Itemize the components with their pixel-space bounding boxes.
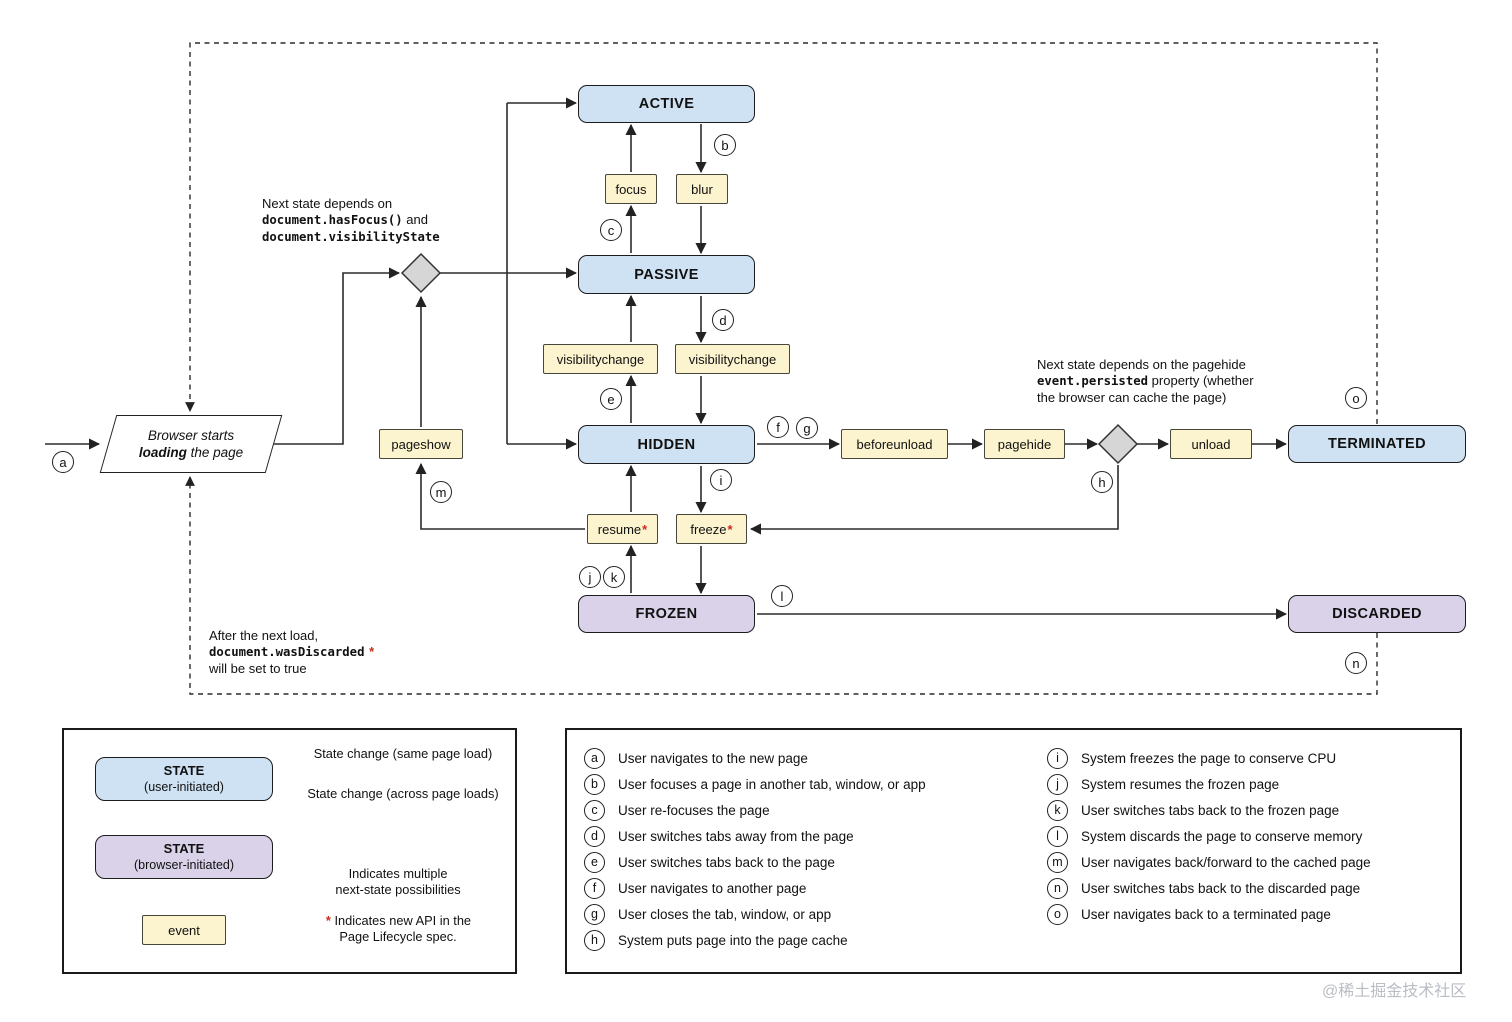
- start-node-line2: loading the page: [138, 445, 244, 460]
- legend-dashed-arrow-label: State change (across page loads): [307, 786, 499, 801]
- new-api-star: *: [727, 521, 733, 537]
- event-unload: unload: [1170, 429, 1252, 459]
- marker-d: d: [712, 309, 734, 331]
- legend-diamond-caption: Indicates multiple next-state possibilit…: [335, 866, 461, 897]
- marker-i: i: [710, 469, 732, 491]
- marker-b: b: [714, 134, 736, 156]
- key-letter: n: [1047, 877, 1068, 899]
- legend-solid-arrow-label: State change (same page load): [313, 746, 493, 761]
- key-letter: l: [1047, 825, 1068, 847]
- state-frozen: FROZEN: [578, 595, 755, 633]
- marker-n: n: [1345, 652, 1367, 674]
- marker-m: m: [430, 481, 452, 503]
- key-letter: i: [1047, 747, 1068, 769]
- key-letter: k: [1047, 799, 1068, 821]
- state-terminated: TERMINATED: [1288, 425, 1466, 463]
- legend-event-box: event: [142, 915, 226, 945]
- event-resume: resume*: [587, 514, 658, 544]
- marker-a: a: [52, 451, 74, 473]
- marker-e: e: [600, 388, 622, 410]
- event-freeze: freeze*: [676, 514, 747, 544]
- decision-diamond-pagehide: [1097, 423, 1139, 465]
- key-letter: d: [584, 825, 605, 847]
- start-node: Browser starts loading the page: [108, 415, 274, 473]
- key-letter: h: [584, 929, 605, 951]
- note-load-next-state: Next state depends on document.hasFocus(…: [262, 196, 440, 244]
- marker-f: f: [767, 416, 789, 438]
- decision-diamond-load: [400, 252, 442, 294]
- key-letter: g: [584, 903, 605, 925]
- key-letter: m: [1047, 851, 1068, 873]
- event-focus: focus: [605, 174, 657, 204]
- key-letter: e: [584, 851, 605, 873]
- key-letter: f: [584, 877, 605, 899]
- watermark: @稀土掘金技术社区: [1322, 983, 1467, 1000]
- note-pagehide-persisted: Next state depends on the pagehide event…: [1037, 357, 1254, 405]
- legend-state-user: STATE (user-initiated): [95, 757, 273, 801]
- state-active: ACTIVE: [578, 85, 755, 123]
- marker-h: h: [1091, 471, 1113, 493]
- line-start-to-diamond: [268, 267, 401, 445]
- marker-k: k: [603, 566, 625, 588]
- key-letter: b: [584, 773, 605, 795]
- marker-c: c: [600, 219, 622, 241]
- event-beforeunload: beforeunload: [841, 429, 948, 459]
- legend-star-caption: * Indicates new API in the Page Lifecycl…: [325, 913, 472, 944]
- marker-o: o: [1345, 387, 1367, 409]
- key-letter: c: [584, 799, 605, 821]
- note-was-discarded: After the next load, document.wasDiscard…: [209, 628, 375, 676]
- event-visibilitychange-up: visibilitychange: [543, 344, 658, 374]
- key-letter: a: [584, 747, 605, 769]
- key-letter: j: [1047, 773, 1068, 795]
- event-pageshow: pageshow: [379, 429, 463, 459]
- state-hidden: HIDDEN: [578, 425, 755, 464]
- key-panel: [565, 728, 1462, 974]
- marker-j: j: [579, 566, 601, 588]
- event-blur: blur: [676, 174, 728, 204]
- arrow-diamond-to-freeze-cache: [749, 465, 1119, 535]
- start-node-line1: Browser starts: [147, 428, 235, 443]
- key-letter: o: [1047, 903, 1068, 925]
- event-pagehide: pagehide: [984, 429, 1065, 459]
- event-visibilitychange-down: visibilitychange: [675, 344, 790, 374]
- state-discarded: DISCARDED: [1288, 595, 1466, 633]
- marker-l: l: [771, 585, 793, 607]
- new-api-star: *: [642, 521, 648, 537]
- state-passive: PASSIVE: [578, 255, 755, 294]
- marker-g: g: [796, 417, 818, 439]
- legend-state-browser: STATE (browser-initiated): [95, 835, 273, 879]
